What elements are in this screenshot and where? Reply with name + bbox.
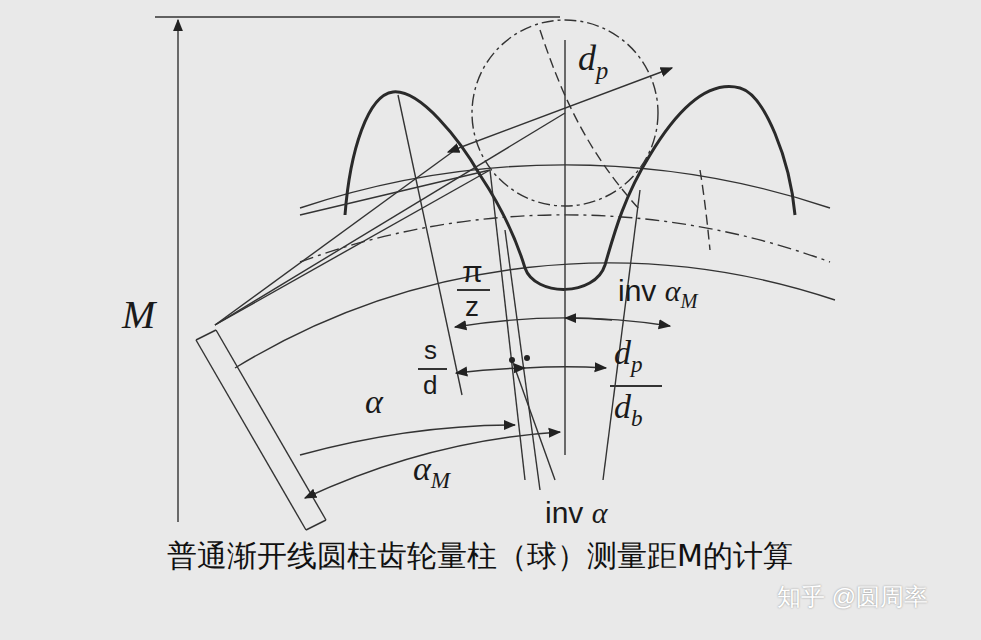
fraction-numerator: π xyxy=(462,255,483,288)
involute-label: inv αM xyxy=(618,274,697,313)
pin-diameter-label: dp xyxy=(578,38,608,84)
dimension-label: M xyxy=(122,292,155,337)
fraction-denominator: db xyxy=(614,388,643,432)
fraction-numerator: dp xyxy=(614,334,643,378)
angle-label: α xyxy=(365,383,383,420)
angle-label: αM xyxy=(413,450,450,494)
fraction-denominator: z xyxy=(465,292,479,323)
watermark: 知乎 @圆周率 xyxy=(777,584,928,610)
fraction-numerator: s xyxy=(424,336,437,365)
figure-caption: 普通渐开线圆柱齿轮量柱（球）测量距M的计算 xyxy=(167,536,793,577)
fraction-denominator: d xyxy=(423,371,437,400)
involute-label: inv α xyxy=(545,496,607,529)
